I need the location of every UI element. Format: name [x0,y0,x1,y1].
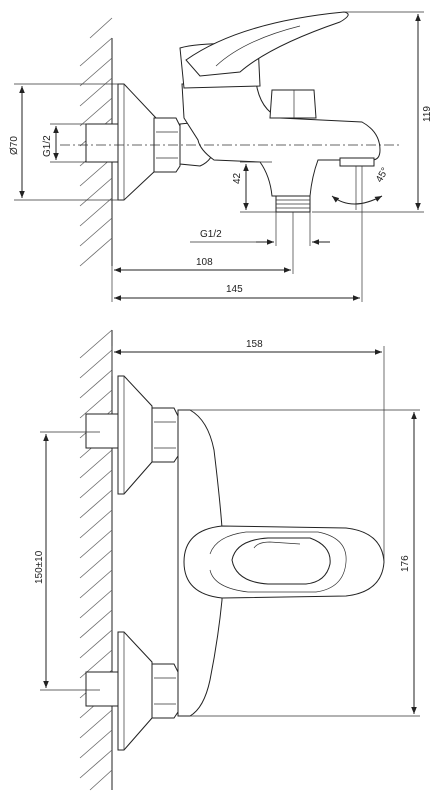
hex-nut [153,117,181,173]
dim-spout-height: 42 [232,161,276,213]
dim-thread-inlet: G1/2 [42,123,88,163]
dim-height-front: 176 [190,409,420,717]
front-view: 158 150±10 176 [34,329,420,791]
lower-inlet-pipe [85,671,119,707]
mixer-body [181,81,381,197]
label-width-front: 158 [246,339,263,350]
upper-inlet-pipe [85,413,119,449]
upper-escutcheon [117,375,153,495]
side-view: Ø70 G1/2 119 42 45° [9,11,433,302]
label-thread-inlet: G1/2 [42,135,53,157]
lever-handle [185,11,349,77]
dim-thread-outlet: G1/2 [190,212,330,246]
label-spout-height: 42 [232,172,243,184]
aerator [339,157,375,167]
diverter-knob [269,89,317,119]
dim-width-front: 158 [111,339,385,562]
handle-recess [231,537,331,585]
dim-rotation: 45° [331,166,391,210]
label-height-side: 119 [422,106,433,122]
label-height-front: 176 [400,555,411,572]
lower-hex-nut [151,663,179,719]
lower-escutcheon [117,631,153,751]
label-thread-outlet: G1/2 [200,229,222,240]
dim-height-side: 119 [312,11,433,213]
dim-centers: 150±10 [34,431,100,691]
upper-hex-nut [151,407,179,463]
label-rotation: 45° [374,166,391,185]
label-depth-total: 145 [226,284,243,295]
label-depth-outlet: 108 [196,257,213,268]
dim-depth-outlet: 108 [114,212,294,274]
dim-diameter: Ø70 [9,83,120,201]
wall-hatch-bottom [79,329,113,791]
inlet-pipe [85,123,119,163]
dim-depth-total: 145 [111,166,363,302]
label-centers: 150±10 [34,550,45,584]
label-diameter: Ø70 [9,136,20,155]
